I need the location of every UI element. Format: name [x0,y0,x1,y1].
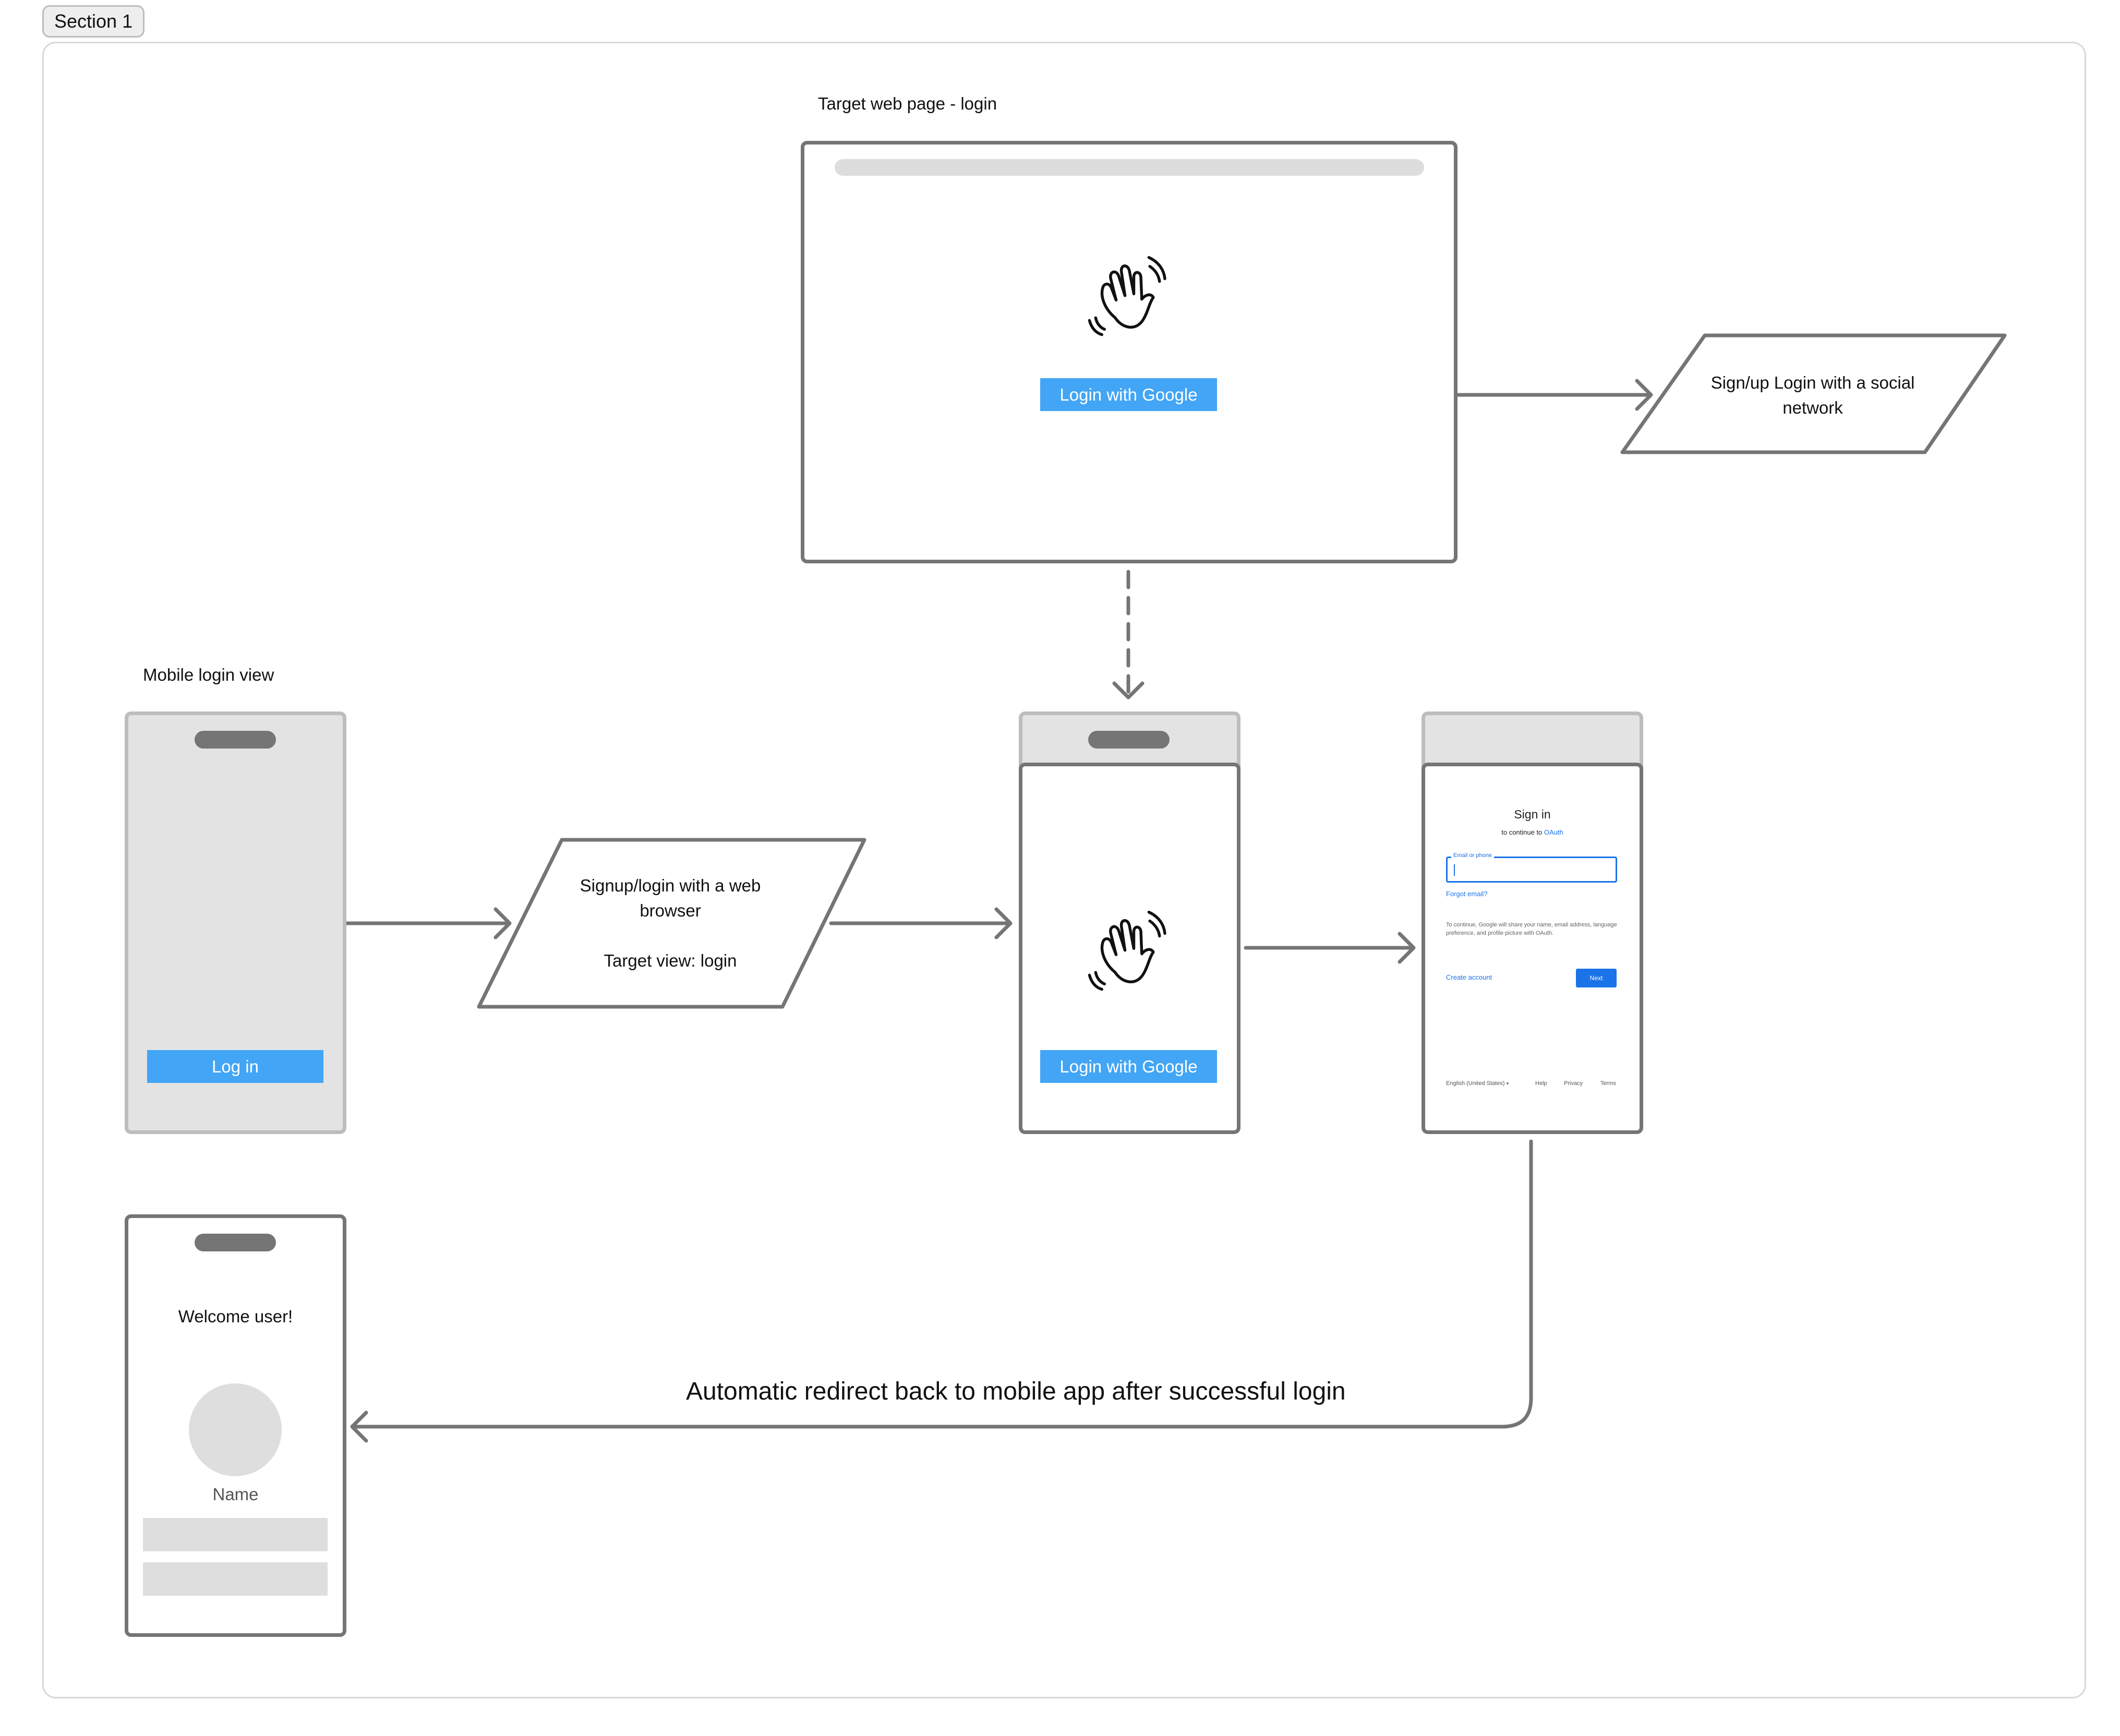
section-frame [42,42,2086,1698]
welcome-title: Welcome user! [178,1307,293,1326]
name-label: Name [212,1485,259,1504]
create-account-link[interactable]: Create account [1446,973,1492,981]
browser-node-shape [477,838,866,1009]
arrow-redirect [351,1139,1533,1429]
web-page-frame [801,141,1458,563]
help-link[interactable]: Help [1535,1080,1547,1087]
arrow-browser-to-mobile-head [994,907,1013,939]
privacy-link[interactable]: Privacy [1564,1080,1583,1087]
chevron-down-icon: ▾ [1506,1081,1509,1086]
arrow-web-to-social-head [1635,379,1653,411]
browser-node-text: Signup/login with a web browser Target v… [548,866,793,981]
social-node-shape [1620,333,2007,454]
email-field[interactable] [1446,857,1617,883]
signin-subtitle-prefix: to continue to [1501,828,1544,836]
arrow-mobile-to-google-head [1398,932,1416,964]
email-cursor [1454,864,1455,876]
arrow-redirect-head [350,1410,368,1443]
browser-node-line1: Signup/login with a web browser [580,876,761,920]
mobile-login-caption: Mobile login view [143,665,274,684]
phone-notch [1088,731,1170,749]
signin-notice: To continue, Google will share your name… [1446,922,1617,936]
signin-oauth-link[interactable]: OAuth [1544,828,1563,836]
email-field-label: Email or phone [1451,852,1494,859]
browser-node-line2: Target view: login [604,951,737,970]
arrow-login-to-browser-head [493,907,512,939]
mobile-login-button[interactable]: Log in [147,1050,323,1083]
waving-hand-icon [1088,256,1166,336]
language-select[interactable]: English (United States) ▾ [1446,1080,1509,1087]
arrow-web-to-mobile-head [1112,681,1145,700]
signin-title: Sign in [1514,807,1551,821]
next-button[interactable]: Next [1576,969,1617,987]
address-bar [835,159,1424,176]
placeholder-bar [143,1518,328,1551]
phone-notch [195,1234,276,1251]
mobile-login-google-button[interactable]: Login with Google [1040,1050,1217,1083]
waving-hand-icon [1088,910,1166,991]
avatar [189,1383,282,1476]
web-page-caption: Target web page - login [818,94,997,113]
terms-link[interactable]: Terms [1600,1080,1616,1087]
signin-subtitle: to continue to OAuth [1422,828,1643,836]
social-node-text: Sign/up Login with a social network [1711,372,1915,417]
phone-notch [195,731,276,749]
web-login-google-button[interactable]: Login with Google [1040,378,1217,411]
forgot-email-link[interactable]: Forgot email? [1446,890,1488,898]
placeholder-bar [143,1562,328,1596]
redirect-label: Automatic redirect back to mobile app af… [686,1378,1346,1405]
language-label: English (United States) [1446,1080,1505,1087]
google-signin-screen [1422,763,1643,1134]
section-tag: Section 1 [42,5,145,38]
